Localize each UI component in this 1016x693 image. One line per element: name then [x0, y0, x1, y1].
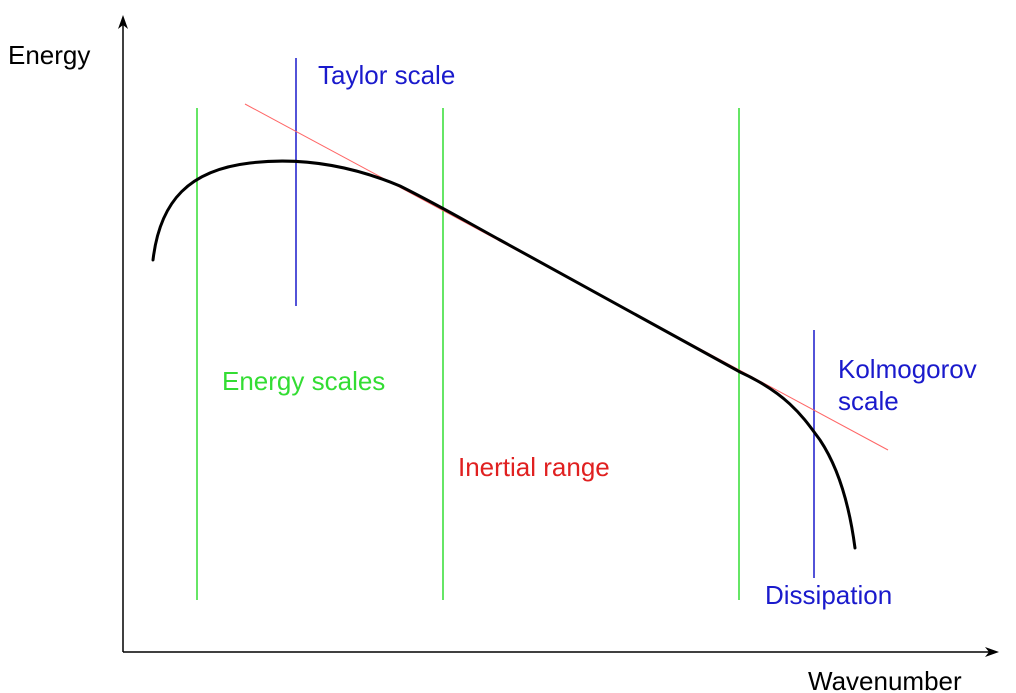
dissipation-label: Dissipation	[765, 580, 892, 610]
x-axis-label: Wavenumber	[808, 666, 962, 693]
kolmogorov-label-line2: scale	[838, 386, 899, 416]
energy-spectrum-curve	[151, 159, 857, 550]
energy-scales-label: Energy scales	[222, 366, 385, 396]
kolmogorov-label-line1: Kolmogorov	[838, 354, 977, 384]
inertial-range-label: Inertial range	[458, 452, 610, 482]
y-axis-label: Energy	[8, 40, 90, 70]
taylor-scale-label: Taylor scale	[318, 60, 455, 90]
